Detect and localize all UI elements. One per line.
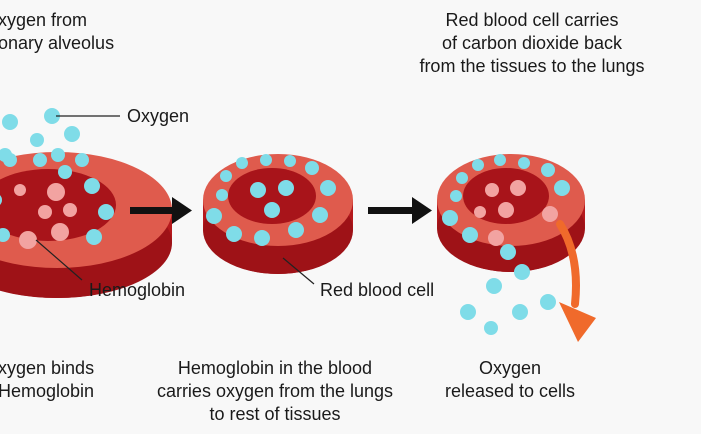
oxygen-dots-cell-2 xyxy=(206,154,336,246)
caption-top-right: Red blood cell carries of carbon dioxide… xyxy=(419,10,645,76)
release-arrow xyxy=(556,220,596,342)
caption-bottom-right: Oxygen released to cells xyxy=(444,358,576,401)
hemoglobin-label: Hemoglobin xyxy=(89,280,186,300)
cell-2-center xyxy=(228,168,316,224)
red-blood-cell-1 xyxy=(0,152,172,298)
arrow-1 xyxy=(130,197,192,224)
hemoglobin-dots-cell-3 xyxy=(474,180,558,246)
oxygen-label: Oxygen xyxy=(127,106,190,126)
arrow-2 xyxy=(368,197,432,224)
rbc-pointer-line xyxy=(282,257,315,285)
red-blood-cell-2 xyxy=(203,154,353,274)
hemoglobin-pointer-line xyxy=(35,239,83,281)
caption-bottom-left: xygen binds Hemoglobin xyxy=(0,358,95,401)
released-oxygen-molecules xyxy=(460,244,556,335)
free-oxygen-molecules xyxy=(0,108,89,167)
oxygen-dots-cell-3 xyxy=(442,154,570,243)
caption-bottom-middle: Hemoglobin in the blood carries oxygen f… xyxy=(156,358,394,424)
hemoglobin-dots-cell-1 xyxy=(14,183,77,249)
red-blood-cell-label: Red blood cell xyxy=(320,280,435,300)
caption-top-left: xygen from onary alveolus xyxy=(0,10,115,53)
oxygen-dots-cell-1 xyxy=(0,153,114,245)
